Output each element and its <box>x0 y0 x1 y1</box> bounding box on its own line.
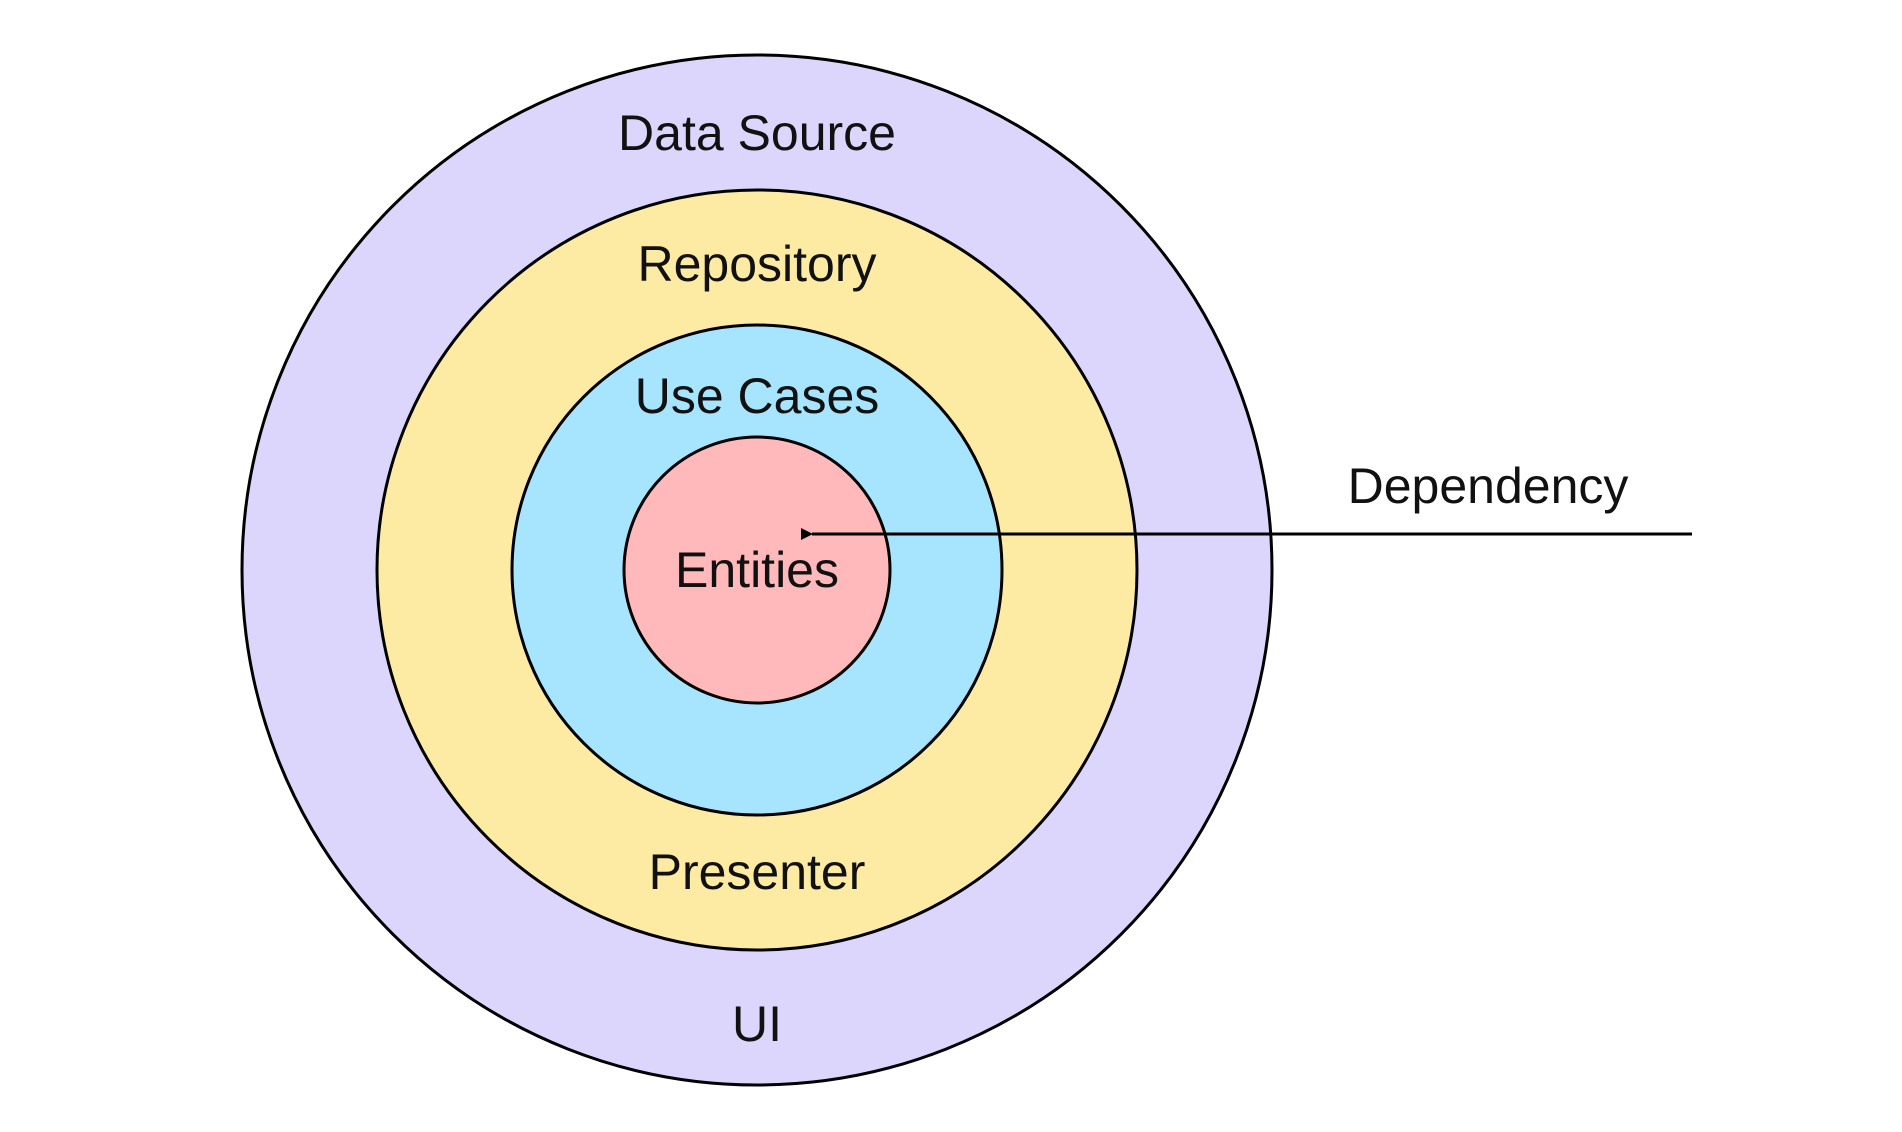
repository-label: Repository <box>638 236 877 292</box>
entities-label: Entities <box>675 542 839 598</box>
data-source-label: Data Source <box>618 105 896 161</box>
dependency-label: Dependency <box>1348 458 1629 514</box>
presenter-label: Presenter <box>649 844 866 900</box>
ring-entities <box>622 435 892 705</box>
ui-label: UI <box>732 996 782 1052</box>
use-cases-label: Use Cases <box>635 368 880 424</box>
